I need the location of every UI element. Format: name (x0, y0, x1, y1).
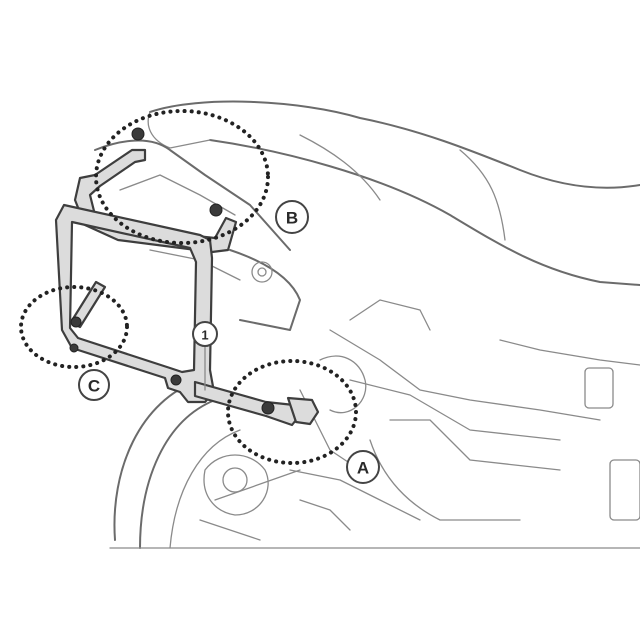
mount-bolt-b1 (131, 127, 145, 141)
rear-fender (94, 139, 291, 251)
seat-outline (149, 100, 640, 189)
mount-bolt-c (70, 316, 82, 328)
mount-bolt-mid (170, 374, 182, 386)
frame-lower-arm (193, 380, 302, 427)
mount-bolt-c2 (69, 343, 79, 353)
mount-plate-a (286, 396, 320, 426)
callout-b-label: B (286, 209, 298, 228)
callout-a-label: A (357, 459, 369, 478)
callout-a: A (346, 450, 380, 484)
frame-main-loop (54, 203, 216, 404)
part-1-label: 1 (201, 328, 208, 343)
seat-underside (209, 139, 640, 286)
mount-bolt-a (261, 401, 275, 415)
detail-circle-a (226, 359, 358, 465)
callout-c-label: C (88, 377, 100, 396)
detail-circle-b (94, 109, 270, 245)
frame-brace (69, 280, 107, 329)
callout-c: C (78, 369, 110, 401)
side-pannier-frame (54, 127, 320, 427)
detail-circle-c (19, 285, 129, 369)
mount-bolt-b2 (209, 203, 223, 217)
part-1-marker: 1 (192, 321, 218, 391)
callout-b: B (275, 200, 309, 234)
